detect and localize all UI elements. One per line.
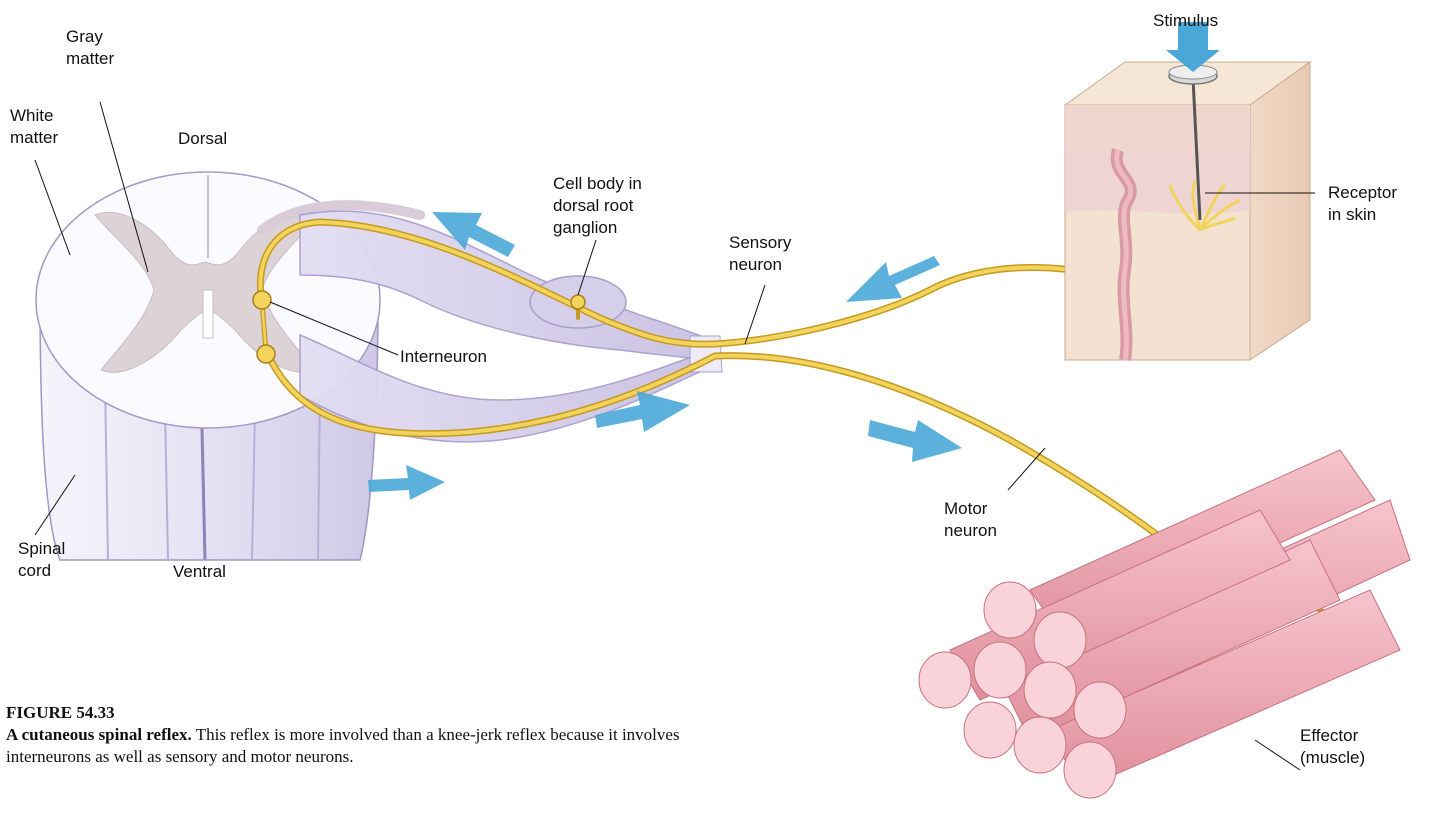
motor-neuron-cell-body (257, 345, 275, 363)
label-cell-body: Cell body in dorsal root ganglion (553, 173, 642, 239)
muscle-fiber-end (919, 652, 971, 708)
label-motor-neuron: Motor neuron (944, 498, 997, 542)
arrow-motor (868, 420, 962, 462)
leader-effector (1255, 740, 1300, 770)
muscle-fiber-end (1064, 742, 1116, 798)
figure-number: FIGURE 54.33 (6, 702, 766, 724)
leader-motor (1008, 448, 1045, 490)
interneuron-cell-body (253, 291, 271, 309)
label-effector: Effector (muscle) (1300, 725, 1365, 769)
muscle-fiber-end (974, 642, 1026, 698)
muscle-fiber-end (1024, 662, 1076, 718)
label-sensory-neuron: Sensory neuron (729, 232, 791, 276)
central-canal (203, 290, 213, 338)
label-spinal-cord: Spinal cord (18, 538, 65, 582)
label-ventral: Ventral (173, 561, 226, 583)
muscle-fiber-end (1034, 612, 1086, 668)
leader-white-matter (35, 160, 70, 255)
caption-body: A cutaneous spinal reflex. This reflex i… (6, 724, 766, 768)
label-interneuron: Interneuron (400, 346, 487, 368)
label-receptor: Receptor in skin (1328, 182, 1397, 226)
sensory-cell-body (571, 295, 585, 309)
label-white-matter: White matter (10, 105, 58, 149)
muscle-fiber-end (984, 582, 1036, 638)
muscle-fiber-end (1074, 682, 1126, 738)
skin-right (1250, 62, 1310, 360)
muscle-fiber-end (1014, 717, 1066, 773)
label-stimulus: Stimulus (1153, 10, 1218, 32)
muscle-fiber-end (964, 702, 1016, 758)
figure-caption: FIGURE 54.33 A cutaneous spinal reflex. … (6, 702, 766, 768)
leader-sensory (745, 285, 765, 344)
arrow-ventral-2 (368, 465, 445, 500)
label-gray-matter: Gray matter (66, 26, 114, 70)
dermis-layer (1065, 149, 1250, 214)
caption-title: A cutaneous spinal reflex. (6, 725, 192, 744)
epidermis-layer (1065, 105, 1250, 153)
skin-block (1065, 62, 1310, 360)
label-dorsal: Dorsal (178, 128, 227, 150)
